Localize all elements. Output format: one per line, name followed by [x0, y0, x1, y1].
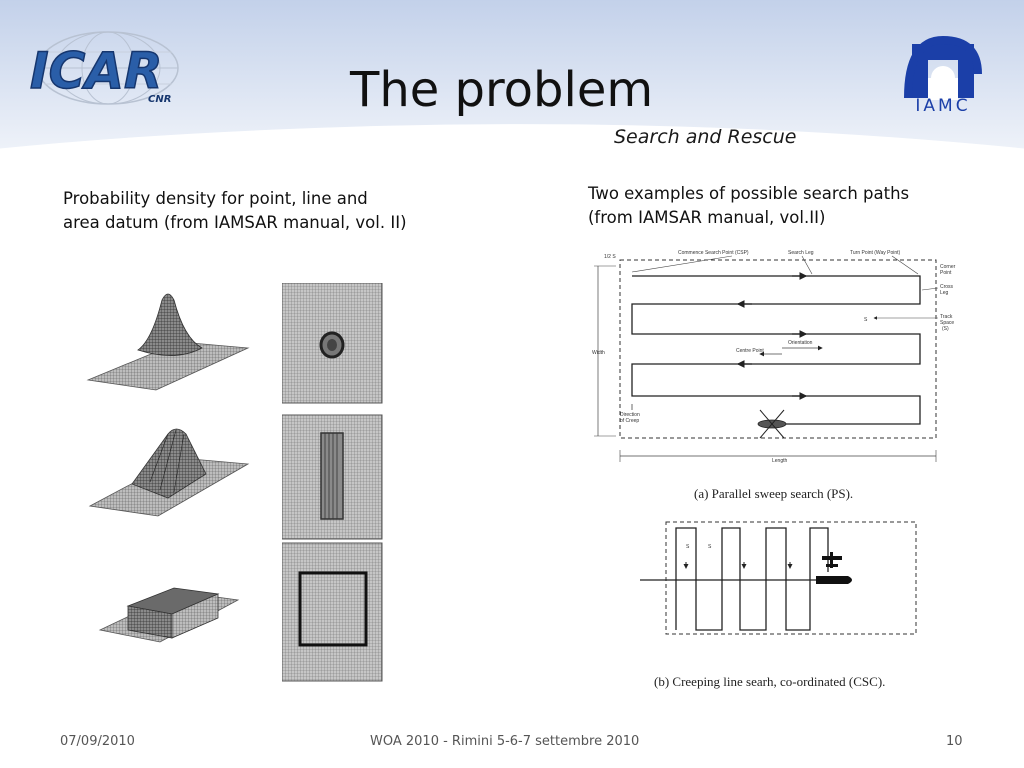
line-datum-surface: [88, 428, 250, 517]
label-b-s-2: S: [708, 544, 712, 550]
label-width: Width: [592, 350, 605, 356]
area-datum-contour: [282, 542, 383, 682]
label-csp: Commence Search Point (CSP): [678, 250, 749, 256]
right-caption: Two examples of possible search paths (f…: [588, 182, 988, 230]
label-centre-point: Centre Point: [736, 348, 764, 354]
iamc-logo: [904, 35, 982, 100]
label-search-leg: Search Leg: [788, 250, 814, 256]
point-datum-contour: [282, 283, 383, 404]
parallel-sweep-figure: 1/2 S Commence Search Point (CSP) Search…: [592, 250, 956, 501]
label-s: S: [864, 317, 868, 323]
aircraft-icon: [757, 409, 787, 439]
label-b-s-1: S: [686, 544, 690, 550]
footer-page-number: 10: [946, 734, 963, 749]
left-caption-line2: area datum (from IAMSAR manual, vol. II): [63, 213, 407, 232]
footer-date: 07/09/2010: [60, 734, 135, 749]
label-direction-1: Direction: [620, 412, 640, 418]
figure-a-caption: (a) Parallel sweep search (PS).: [694, 486, 853, 501]
label-track-spacing-1: Track: [940, 314, 953, 320]
label-corner-point-2: Point: [940, 270, 952, 276]
label-half-s: 1/2 S: [604, 254, 616, 260]
label-corner-point-1: Corner: [940, 264, 956, 270]
label-orientation: Orientation: [788, 340, 813, 346]
contour-plots-figure: [282, 283, 383, 682]
label-track-spacing-3: (S): [942, 326, 949, 332]
ship-icon: [816, 576, 852, 584]
icar-logo: ICAR CNR: [29, 31, 179, 105]
label-direction-2: of Creep: [620, 418, 639, 424]
header-band: [0, 0, 1024, 152]
icar-logo-text: ICAR: [30, 42, 163, 100]
figure-b-caption: (b) Creeping line searh, co-ordinated (C…: [654, 674, 885, 689]
right-caption-line2: (from IAMSAR manual, vol.II): [588, 208, 826, 227]
line-datum-contour: [282, 414, 383, 540]
footer-event: WOA 2010 - Rimini 5-6-7 settembre 2010: [370, 734, 640, 749]
right-caption-line1: Two examples of possible search paths: [588, 184, 910, 203]
label-cross-leg-2: Leg: [940, 290, 949, 296]
probability-surfaces-figure: [86, 293, 250, 643]
label-cross-leg-1: Cross: [940, 284, 954, 290]
iamc-logo-text: IAMC: [915, 96, 971, 116]
point-datum-surface: [86, 293, 250, 391]
left-caption: Probability density for point, line and …: [63, 187, 463, 235]
parallel-sweep-path: [631, 275, 921, 425]
left-caption-line1: Probability density for point, line and: [63, 189, 368, 208]
label-track-spacing-2: Space: [940, 320, 954, 326]
label-turn-point: Turn Point (Way Point): [850, 250, 901, 256]
slide-subtitle: Search and Rescue: [614, 126, 797, 148]
area-datum-surface: [98, 587, 240, 643]
icar-logo-sub: CNR: [148, 94, 171, 105]
creeping-line-path: [675, 527, 829, 631]
label-length: Length: [772, 458, 788, 464]
aircraft-icon-b: [822, 552, 842, 568]
slide-title: The problem: [350, 62, 654, 118]
creeping-line-figure: S S (b) Creeping line searh, co-ordinate…: [640, 521, 917, 689]
